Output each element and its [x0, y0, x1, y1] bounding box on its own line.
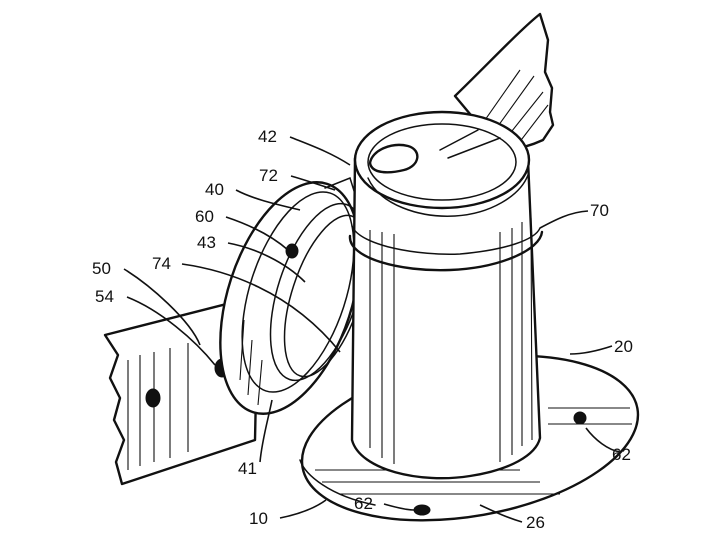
- label-62-front: 62: [354, 494, 373, 513]
- cylinder-cup: [348, 110, 544, 480]
- label-41: 41: [238, 459, 257, 478]
- label-40: 40: [205, 180, 224, 199]
- label-72: 72: [259, 166, 278, 185]
- mounting-ring-plate: [219, 177, 369, 415]
- label-70: 70: [590, 201, 609, 220]
- label-20: 20: [614, 337, 633, 356]
- label-50: 50: [92, 259, 111, 278]
- label-54: 54: [95, 287, 114, 306]
- label-60: 60: [195, 207, 214, 226]
- mounting-hole-62-right: [573, 411, 587, 425]
- mounting-hole-62-front: [413, 504, 431, 516]
- rivet-54-front: [145, 388, 161, 408]
- hole-60: [285, 243, 299, 259]
- label-10: 10: [249, 509, 268, 528]
- label-62-right: 62: [612, 445, 631, 464]
- label-74: 74: [152, 254, 171, 273]
- reference-numerals: 42 72 40 60 43 74 50 54 70 20 62 62 41 1…: [92, 127, 633, 532]
- label-42: 42: [258, 127, 277, 146]
- leader-lines: [123, 136, 621, 523]
- label-26: 26: [526, 513, 545, 532]
- label-43: 43: [197, 233, 216, 252]
